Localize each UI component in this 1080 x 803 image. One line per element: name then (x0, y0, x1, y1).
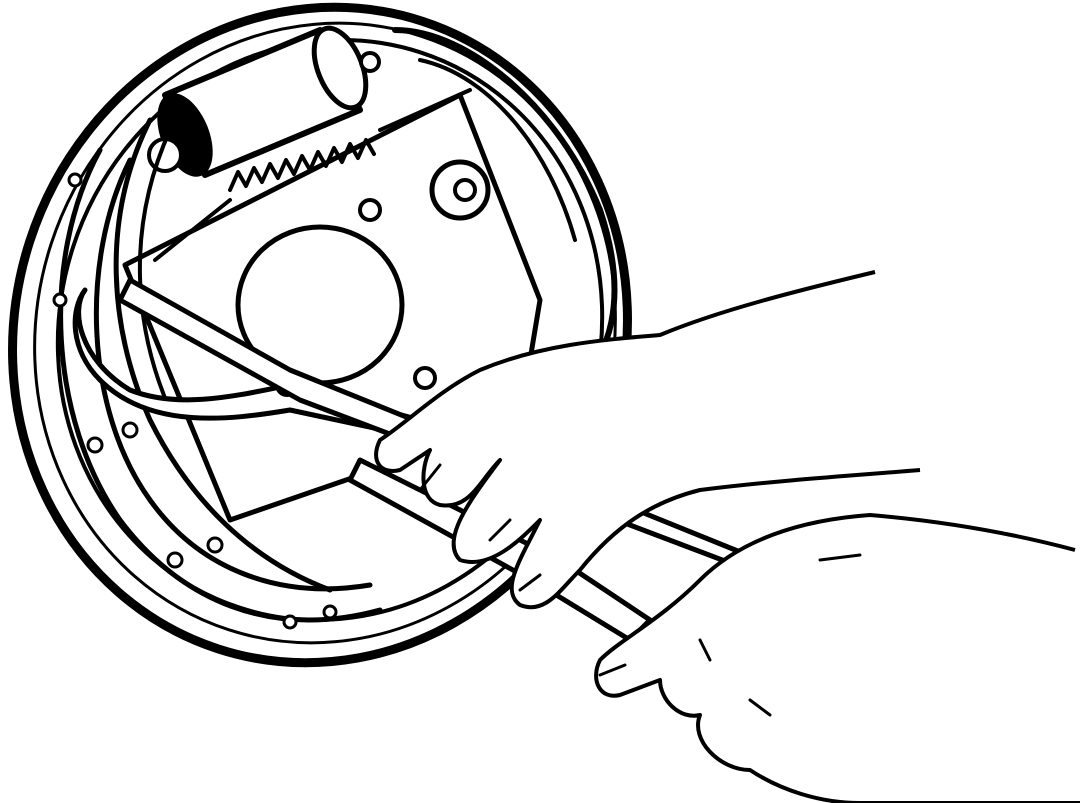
return-spring (153, 88, 472, 262)
brake-shoe-lining (52, 147, 383, 630)
upper-hand (374, 270, 921, 610)
lining-rivets (52, 172, 338, 630)
lower-hand (594, 513, 1080, 803)
left-brake-shoe (113, 117, 333, 593)
